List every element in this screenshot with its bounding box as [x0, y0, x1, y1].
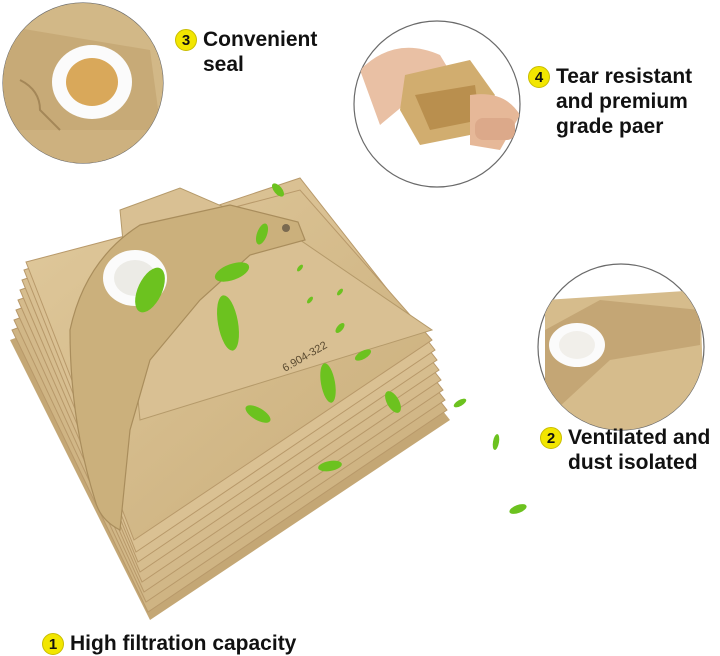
paper-bag-stack: 6.904-322 — [10, 177, 450, 620]
callout-label: Ventilated and dust isolated — [568, 426, 711, 474]
callout-high-filtration: 1 High filtration capacity — [42, 631, 296, 656]
callout-label: Tear resistant and premium grade paer — [556, 65, 693, 138]
callout-tear-resistant: 4 Tear resistant and premium grade paer — [528, 64, 692, 139]
callout-label: High filtration capacity — [70, 632, 297, 655]
seal-closeup-circle — [2, 2, 164, 164]
number-badge: 4 — [528, 66, 550, 88]
leaves-decoration — [135, 183, 527, 514]
callout-label: Convenient seal — [203, 28, 318, 76]
number-badge: 2 — [540, 427, 562, 449]
tear-resistant-closeup-circle — [353, 20, 521, 188]
number-badge: 3 — [175, 29, 197, 51]
ventilated-closeup-circle — [537, 263, 705, 431]
callout-ventilated: 2 Ventilated and dust isolated — [540, 425, 710, 475]
callout-convenient-seal: 3 Convenient seal — [175, 27, 317, 77]
number-badge: 1 — [42, 633, 64, 655]
